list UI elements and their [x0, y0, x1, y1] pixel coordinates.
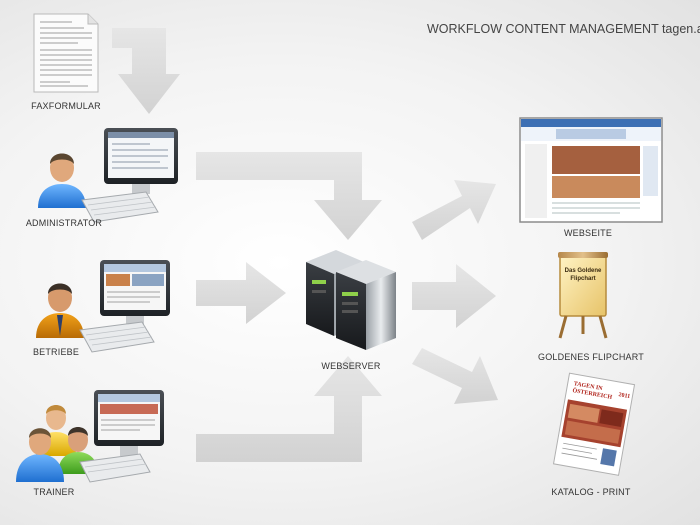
golden-flipchart-icon: Das Goldene Flipchart: [558, 252, 608, 339]
arrow-server-to-katalog: [412, 348, 498, 404]
trainer-computer-icon: [79, 390, 164, 483]
arrow-admin-to-server: [196, 152, 382, 240]
diagram-title: WORKFLOW CONTENT MANAGEMENT tagen.at: [427, 22, 700, 36]
arrow-server-to-webseite: [412, 180, 496, 240]
label-webserver: WEBSERVER: [321, 361, 381, 371]
trainer-group-icon: [16, 405, 98, 482]
flipchart-sign-line-2: Flipchart: [570, 276, 595, 282]
arrow-trainer-to-server: [196, 356, 382, 462]
administrator-computer-icon: [81, 128, 178, 223]
catalog-cover-year: 2011: [618, 392, 631, 400]
catalog-cover-line-1: TAGEN IN: [573, 381, 603, 392]
fax-document-icon: [33, 13, 99, 93]
webseite-screenshot-icon: [519, 117, 663, 223]
label-goldenes-flipchart: GOLDENES FLIPCHART: [538, 352, 644, 362]
arrow-server-to-flipchart: [412, 264, 496, 328]
label-betriebe: BETRIEBE: [32, 347, 80, 357]
label-katalog-print: KATALOG - PRINT: [551, 487, 631, 497]
label-administrator: ADMINISTRATOR: [25, 218, 103, 228]
arrow-fax-down: [112, 28, 180, 114]
flipchart-sign-line-1: Das Goldene: [565, 268, 602, 274]
betriebe-person-icon: [36, 283, 84, 338]
label-faxformular: FAXFORMULAR: [31, 101, 101, 111]
betriebe-computer-icon: [79, 260, 170, 353]
webserver-icon: [306, 250, 396, 350]
label-trainer: TRAINER: [33, 487, 75, 497]
katalog-print-icon: TAGEN IN ÖSTERREICH 2011: [552, 372, 636, 476]
arrow-betriebe-to-server: [196, 262, 286, 324]
administrator-person-icon: [38, 153, 86, 208]
label-webseite: WEBSEITE: [563, 228, 613, 238]
